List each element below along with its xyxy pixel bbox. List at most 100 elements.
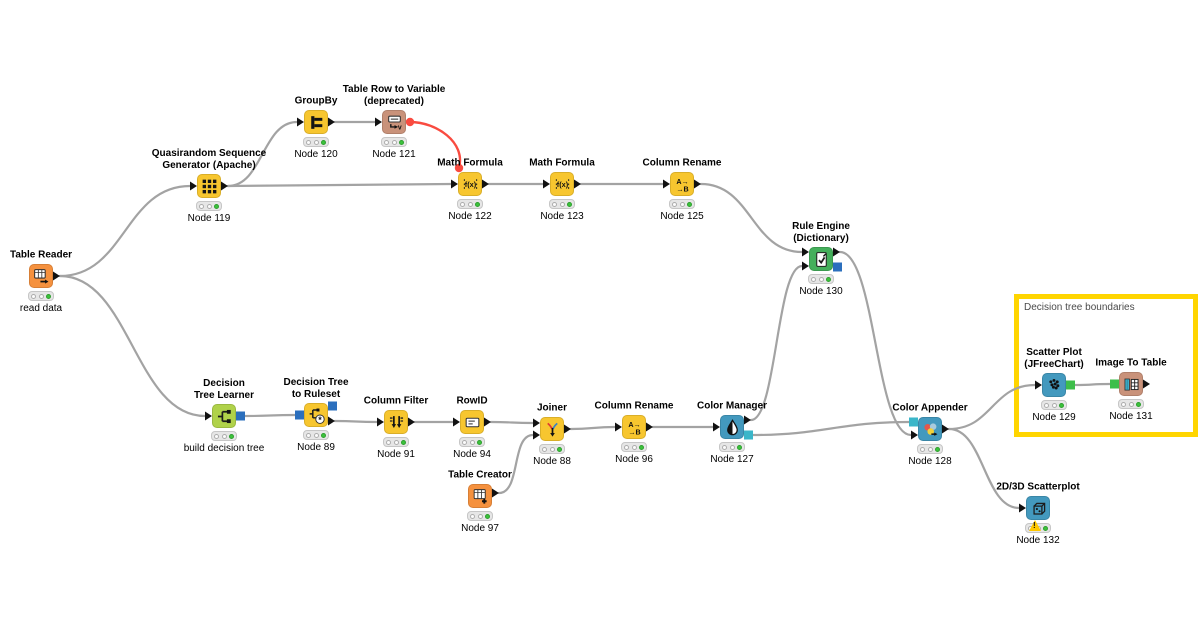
connection-node119-to-node120[interactable]: [226, 120, 299, 188]
node129-in-port-data[interactable]: [1035, 380, 1042, 390]
connection-node89-to-node91[interactable]: [333, 419, 379, 424]
node-node91[interactable]: [384, 410, 408, 434]
node132-in-port-data[interactable]: [1019, 503, 1026, 513]
status-light-green: [484, 513, 490, 519]
node88-in-port-data[interactable]: [533, 418, 540, 428]
node128-out-port-data[interactable]: [942, 424, 949, 434]
warning-icon: !: [1029, 520, 1041, 531]
node-node129[interactable]: [1042, 373, 1066, 397]
node-node123[interactable]: f(x): [550, 172, 574, 196]
node123-out-port-data[interactable]: [574, 179, 581, 189]
node89-out-port-model[interactable]: [328, 401, 337, 411]
node123-in-port-data[interactable]: [543, 179, 550, 189]
node122-out-port-data[interactable]: [482, 179, 489, 189]
status-light-off: [221, 433, 227, 439]
node127-out-port-data[interactable]: [744, 415, 751, 425]
status-light-off: [386, 439, 392, 445]
node129-out-port-image[interactable]: [1066, 380, 1075, 390]
node122-in-port-data[interactable]: [451, 179, 458, 189]
node-node122[interactable]: f(x): [458, 172, 482, 196]
node-node88[interactable]: [540, 417, 564, 441]
connection-node128-to-node132[interactable]: [947, 427, 1021, 510]
node-node89[interactable]: *: [304, 403, 328, 427]
node-node130[interactable]: [809, 247, 833, 271]
node-node94[interactable]: [460, 410, 484, 434]
status-light-off: [391, 139, 397, 145]
rule-engine-icon: [815, 251, 827, 267]
node127-out-port-color[interactable]: [744, 430, 753, 440]
connection-node94-to-node88[interactable]: [489, 420, 535, 425]
node119-in-port-data[interactable]: [190, 181, 197, 191]
node-node96[interactable]: A→→B: [622, 415, 646, 439]
node130-in-port-data[interactable]: [802, 247, 809, 257]
node128-in-port-data[interactable]: [911, 430, 918, 440]
status-light-off: [811, 276, 817, 282]
math-formula-icon: f(x): [463, 178, 477, 190]
node91-out-port-data[interactable]: [408, 417, 415, 427]
connection-node129-to-node131[interactable]: [1073, 382, 1112, 387]
connection-node127-to-node128[interactable]: [751, 420, 911, 437]
node-dt-learner[interactable]: [212, 404, 236, 428]
node121-in-port-data[interactable]: [375, 117, 382, 127]
connection-node121-to-node122[interactable]: [408, 120, 462, 170]
node89-in-port-model[interactable]: [295, 410, 304, 420]
node-node119[interactable]: [197, 174, 221, 198]
node127-in-port-data[interactable]: [713, 422, 720, 432]
node131-in-port-image[interactable]: [1110, 379, 1119, 389]
node-node131[interactable]: [1119, 372, 1143, 396]
connection-table-reader-to-node119[interactable]: [58, 184, 192, 278]
node119-out-port-data[interactable]: [221, 181, 228, 191]
node120-out-port-data[interactable]: [328, 117, 335, 127]
node-table-reader[interactable]: [29, 264, 53, 288]
node-node127[interactable]: [720, 415, 744, 439]
scatter-plot-icon: [1048, 378, 1059, 390]
node91-status-traffic-light: [383, 437, 409, 447]
node-node132[interactable]: [1026, 496, 1050, 520]
node94-in-port-data[interactable]: [453, 417, 460, 427]
image-to-table-icon: [1124, 378, 1139, 391]
node97-out-port-data[interactable]: [492, 488, 499, 498]
node125-in-port-data[interactable]: [663, 179, 670, 189]
node91-in-port-data[interactable]: [377, 417, 384, 427]
node121-out-port-flowvar[interactable]: [405, 117, 415, 127]
node130-out-port-data[interactable]: [833, 247, 840, 257]
node-node125[interactable]: A→→B: [670, 172, 694, 196]
dt-learner-in-port-data[interactable]: [205, 411, 212, 421]
node-node120[interactable]: [304, 110, 328, 134]
node120-in-port-data[interactable]: [297, 117, 304, 127]
connection-node127-to-node130[interactable]: [749, 264, 804, 422]
connection-node97-to-node88[interactable]: [497, 433, 535, 495]
connection-node128-to-node129[interactable]: [947, 383, 1037, 431]
node128-in-port-color[interactable]: [909, 417, 918, 427]
joiner-icon: [546, 422, 558, 437]
connection-node130-to-node128[interactable]: [838, 250, 913, 437]
node89-out-port-data[interactable]: [328, 416, 335, 426]
connection-dt-learner-to-node89[interactable]: [243, 413, 297, 418]
node130-in-port-data[interactable]: [802, 261, 809, 271]
connection-node119-to-node122[interactable]: [226, 182, 453, 188]
connection-node88-to-node96[interactable]: [569, 425, 617, 431]
dt-learner-out-port-model[interactable]: [236, 411, 245, 421]
node131-out-port-data[interactable]: [1143, 379, 1150, 389]
node122-in-port-flowvar[interactable]: [454, 163, 464, 173]
node88-out-port-data[interactable]: [564, 424, 571, 434]
workflow-annotation-box[interactable]: Decision tree boundaries: [1014, 294, 1198, 437]
node94-out-port-data[interactable]: [484, 417, 491, 427]
node96-in-port-data[interactable]: [615, 422, 622, 432]
node-node121[interactable]: v: [382, 110, 406, 134]
node96-out-port-data[interactable]: [646, 422, 653, 432]
status-light-green: [736, 444, 742, 450]
connection-node125-to-node130[interactable]: [699, 182, 804, 254]
connection-table-reader-to-dt-learner[interactable]: [58, 274, 207, 418]
node130-out-port-model[interactable]: [833, 262, 842, 272]
node88-in-port-data[interactable]: [533, 430, 540, 440]
math-formula-icon: f(x): [555, 178, 569, 190]
status-light-off: [559, 201, 565, 207]
node88-status-traffic-light: [539, 444, 565, 454]
node-node128[interactable]: [918, 417, 942, 441]
table-reader-out-port-data[interactable]: [53, 271, 60, 281]
node125-out-port-data[interactable]: [694, 179, 701, 189]
node-node97[interactable]: [468, 484, 492, 508]
